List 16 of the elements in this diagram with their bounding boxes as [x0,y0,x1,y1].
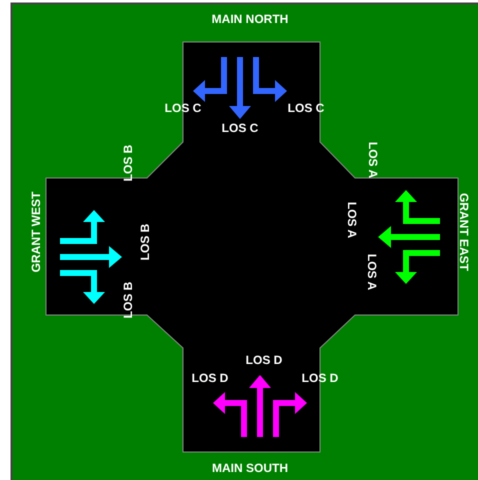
level-of-service-label: LOS D [192,371,228,385]
level-of-service-label: LOS C [288,101,324,115]
level-of-service-label: LOS A [365,254,379,290]
street-name: MAIN SOUTH [212,461,288,475]
level-of-service-label: LOS B [121,282,135,318]
level-of-service-label: LOS A [366,142,380,178]
street-name: GRANT EAST [457,193,471,271]
street-name: GRANT WEST [29,192,43,272]
street-name: MAIN NORTH [212,12,288,26]
level-of-service-label: LOS C [222,121,258,135]
level-of-service-label: LOS B [121,144,135,182]
level-of-service-label: LOS B [138,224,152,260]
level-of-service-label: LOS D [246,353,282,367]
level-of-service-label: LOS C [164,101,202,115]
level-of-service-label: LOS A [345,202,359,238]
level-of-service-label: LOS D [302,371,338,385]
